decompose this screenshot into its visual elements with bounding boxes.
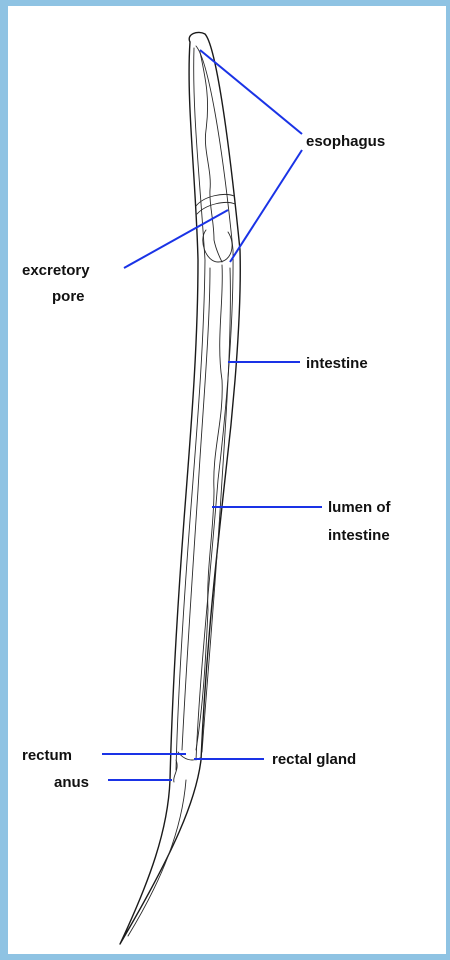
label-intestine: intestine <box>306 355 368 372</box>
tail-inner <box>128 780 186 936</box>
esophageal-bulb <box>203 230 232 262</box>
label-excretory-pore-1: excretory <box>22 262 90 279</box>
label-lumen-2: intestine <box>328 527 390 544</box>
label-anus: anus <box>54 774 89 791</box>
label-rectum: rectum <box>22 747 72 764</box>
leader-lines <box>102 50 322 780</box>
body-outline <box>120 32 240 944</box>
leader-esophagus-top <box>200 50 302 134</box>
cuticle-inner <box>176 46 233 770</box>
leader-excretory-pore <box>124 210 228 268</box>
label-esophagus: esophagus <box>306 133 385 150</box>
label-excretory-pore-2: pore <box>52 288 85 305</box>
worm-body <box>120 32 240 944</box>
leader-esophagus-bulb <box>230 150 302 262</box>
label-rectal-gland: rectal gland <box>272 751 356 768</box>
label-lumen-1: lumen of <box>328 499 392 516</box>
